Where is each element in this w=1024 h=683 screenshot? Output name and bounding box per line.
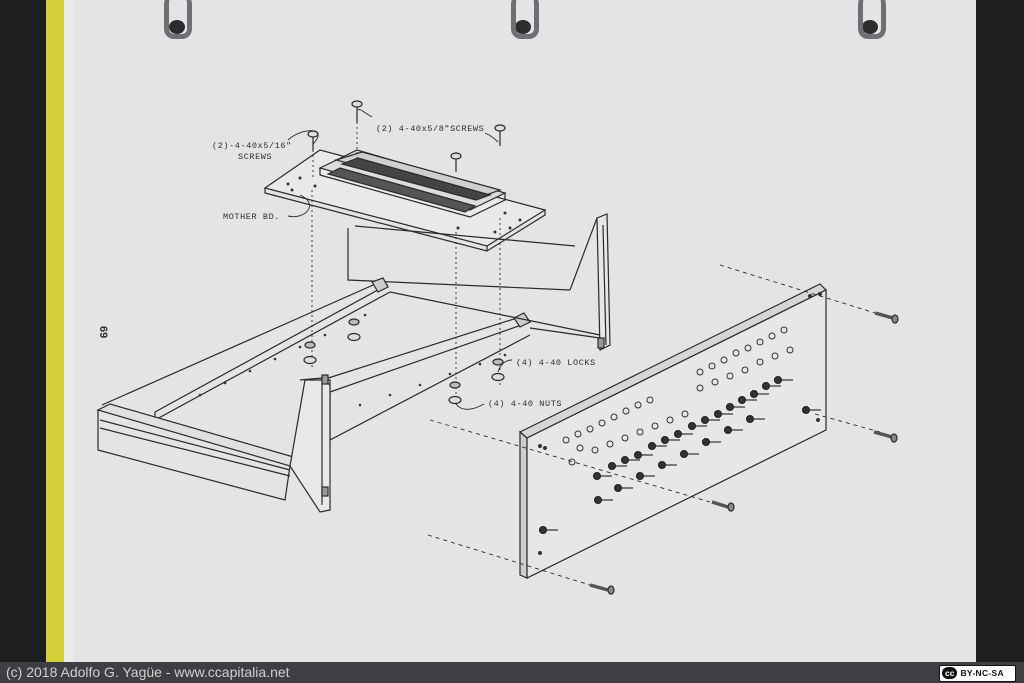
washer	[448, 381, 462, 405]
screw-alignment-lines	[427, 264, 881, 586]
led-indicators	[562, 326, 794, 466]
label-short-screws: (2)-4-40x5/16"	[212, 141, 292, 151]
binder-ring	[858, 0, 886, 39]
washer	[303, 341, 317, 365]
panel-holes	[538, 292, 822, 555]
screw	[307, 130, 319, 150]
screw	[450, 152, 462, 172]
label-long-screws: (2) 4-40x5/8"SCREWS	[376, 124, 484, 134]
edge-connector	[318, 149, 507, 218]
credit-text: (c) 2018 Adolfo G. Yagüe - www.ccapitali…	[6, 664, 290, 680]
alignment-lines	[311, 122, 501, 400]
toggle-switches	[538, 375, 821, 535]
license-text: BY-NC-SA	[960, 668, 1004, 678]
washer	[491, 358, 505, 382]
page-number: 69	[97, 326, 109, 338]
screw	[494, 124, 506, 146]
screw	[874, 311, 899, 324]
label-nuts: (4) 4-40 NUTS	[488, 399, 562, 409]
photo-credit-bar: (c) 2018 Adolfo G. Yagüe - www.ccapitali…	[0, 662, 1024, 683]
label-mother-board: MOTHER BD.	[223, 212, 280, 222]
rail-holes	[198, 313, 507, 407]
washer	[347, 318, 361, 342]
binder-ring	[164, 0, 192, 39]
binder-ring	[511, 0, 539, 39]
label-locks: (4) 4-40 LOCKS	[516, 358, 596, 368]
board-holes	[286, 176, 522, 234]
screw	[589, 583, 615, 595]
front-rail	[96, 403, 299, 501]
screw	[873, 430, 898, 443]
back-bracket	[347, 213, 611, 351]
screw	[351, 100, 363, 122]
screw	[711, 500, 735, 512]
side-panel	[289, 374, 331, 513]
cc-icon: cc	[942, 667, 958, 679]
label-short-screws-line2: SCREWS	[238, 152, 272, 162]
label-leaders	[287, 109, 513, 410]
